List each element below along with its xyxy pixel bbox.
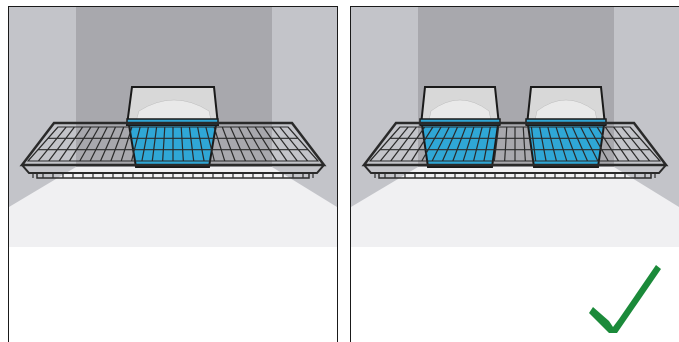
checkmark-icon <box>589 265 661 333</box>
oven-floor <box>351 167 679 247</box>
wire-rack <box>361 121 669 179</box>
oven-floor <box>9 167 337 247</box>
loaf-pan <box>419 86 501 168</box>
oven-interior-illustration <box>9 7 337 247</box>
oven-panel-two-pans <box>350 6 679 342</box>
oven-panel-one-pan <box>8 6 338 342</box>
wire-rack <box>19 121 327 179</box>
oven-interior-illustration <box>351 7 679 333</box>
